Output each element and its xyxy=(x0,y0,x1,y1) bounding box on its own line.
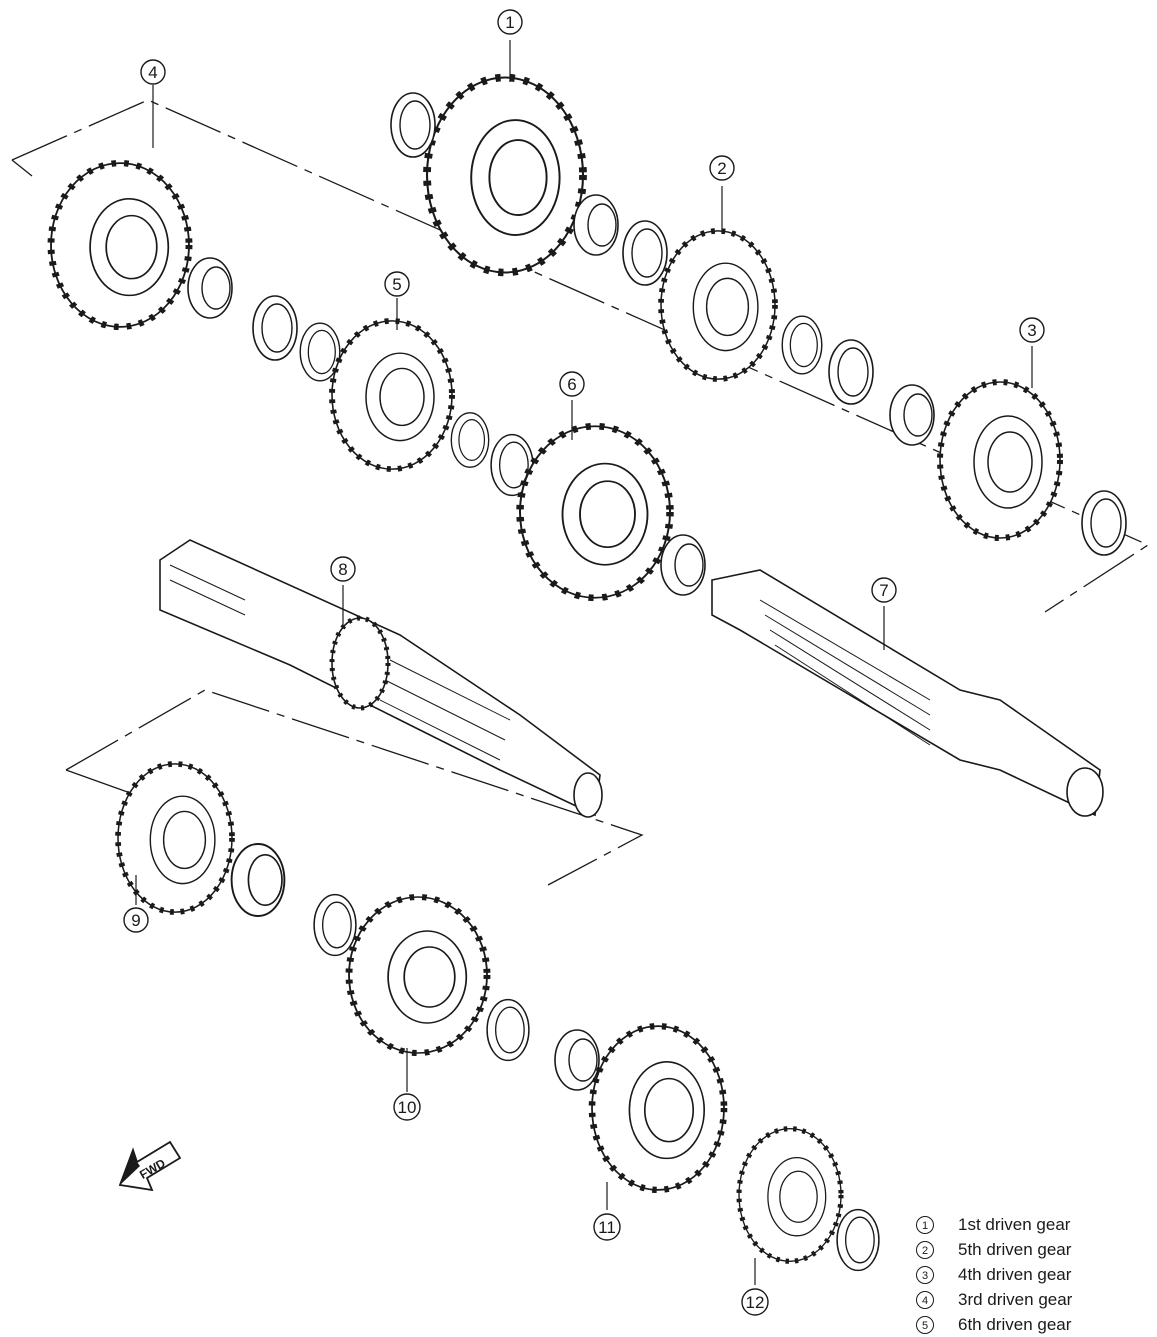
callout-10: 10 xyxy=(393,1093,421,1121)
callout-3: 3 xyxy=(1019,317,1045,343)
callout-8: 8 xyxy=(330,556,356,582)
forward-arrow-icon: FWD xyxy=(118,1140,182,1192)
washer xyxy=(486,998,530,1062)
svg-text:12: 12 xyxy=(746,1293,765,1312)
callout-1: 1 xyxy=(497,9,523,35)
legend-label: 1st driven gear xyxy=(958,1214,1071,1234)
countershaft-7 xyxy=(711,569,1104,817)
washer xyxy=(1081,490,1127,556)
svg-text:8: 8 xyxy=(338,560,347,579)
bushing xyxy=(573,194,619,256)
gear-11 xyxy=(592,1026,724,1190)
legend-label: 4th driven gear xyxy=(958,1264,1072,1284)
bushing xyxy=(230,843,286,917)
gear-1st-driven xyxy=(427,78,583,273)
legend-item: 3 4th driven gear xyxy=(916,1262,1156,1287)
circlip xyxy=(299,322,341,382)
callout-5: 5 xyxy=(384,271,410,297)
washer xyxy=(252,295,298,361)
leader-lines xyxy=(135,40,1033,1285)
bushing xyxy=(187,257,233,319)
legend-number: 5 xyxy=(916,1315,934,1334)
washer xyxy=(390,92,436,158)
legend-label: 5th driven gear xyxy=(958,1239,1072,1259)
gear-5th-driven xyxy=(661,231,775,379)
callout-11: 11 xyxy=(593,1213,621,1241)
legend-item: 2 5th driven gear xyxy=(916,1237,1156,1262)
legend-item: 1 1st driven gear xyxy=(916,1212,1156,1237)
legend-label: 3rd driven gear xyxy=(958,1289,1073,1309)
gear-10 xyxy=(349,897,487,1053)
gear-6 xyxy=(520,426,670,598)
gear-12 xyxy=(739,1129,841,1262)
svg-text:1: 1 xyxy=(505,13,514,32)
legend-number: 3 xyxy=(916,1265,934,1284)
circlip xyxy=(450,412,490,468)
svg-text:10: 10 xyxy=(398,1098,417,1117)
legend-label: 6th driven gear xyxy=(958,1314,1072,1334)
svg-text:7: 7 xyxy=(879,581,888,600)
washer xyxy=(828,339,874,405)
legend-item: 5 6th driven gear xyxy=(916,1312,1156,1337)
legend-number: 1 xyxy=(916,1215,934,1234)
circlip xyxy=(781,315,823,375)
callout-12: 12 xyxy=(741,1288,769,1316)
svg-text:11: 11 xyxy=(598,1218,616,1237)
bushing xyxy=(889,384,935,446)
driveshaft-8 xyxy=(159,539,603,818)
circlip xyxy=(313,893,357,957)
svg-text:9: 9 xyxy=(131,911,140,930)
countershaft-outline xyxy=(11,99,1150,613)
svg-text:2: 2 xyxy=(717,159,726,178)
legend-number: 2 xyxy=(916,1240,934,1259)
svg-text:3: 3 xyxy=(1027,321,1036,340)
washer xyxy=(836,1208,880,1272)
callout-6: 6 xyxy=(559,371,585,397)
callout-7: 7 xyxy=(871,577,897,603)
gear-6th-driven xyxy=(332,321,452,469)
legend-number: 4 xyxy=(916,1290,934,1309)
svg-text:4: 4 xyxy=(148,63,157,82)
callout-9: 9 xyxy=(123,907,149,933)
gear-3rd-driven xyxy=(51,163,189,327)
washer xyxy=(622,220,668,286)
callout-2: 2 xyxy=(709,155,735,181)
svg-text:5: 5 xyxy=(392,275,401,294)
callout-4: 4 xyxy=(140,59,166,85)
svg-text:6: 6 xyxy=(567,375,576,394)
bushing xyxy=(660,534,706,596)
parts-legend: 1 1st driven gear 2 5th driven gear 3 4th d… xyxy=(916,1212,1156,1334)
legend-item: 4 3rd driven gear xyxy=(916,1287,1156,1312)
gear-4th-driven xyxy=(940,382,1060,538)
gear-9 xyxy=(118,764,232,912)
